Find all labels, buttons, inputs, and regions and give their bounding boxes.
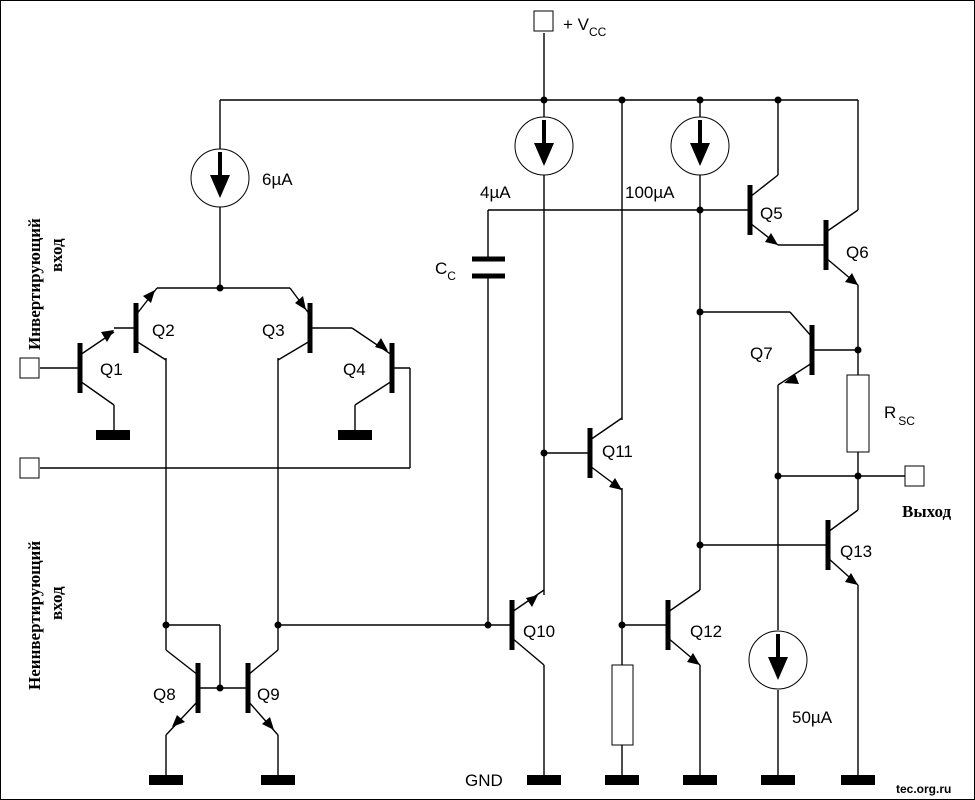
noninverting-input-label-line2: вход (47, 586, 66, 620)
vcc-label: + VCC (563, 15, 607, 39)
current-6ua-label: 6µA (262, 170, 293, 189)
transistor-q8 (165, 625, 201, 736)
q2-label: Q2 (152, 321, 175, 340)
transistor-q4 (351, 327, 395, 406)
transistor-q1 (77, 330, 115, 406)
transistor-q6 (823, 209, 859, 286)
transistor-q5 (747, 174, 779, 246)
vcc-terminal (533, 10, 554, 32)
transistor-q3 (277, 287, 313, 361)
current-source-6ua (190, 148, 250, 208)
gnd-label: GND (465, 771, 503, 790)
transistor-q2 (133, 287, 167, 361)
q10-label: Q10 (523, 622, 555, 641)
junction-dots (162, 96, 862, 692)
noninverting-input-terminal (19, 457, 40, 479)
transistor-q13 (825, 509, 859, 586)
cc-label: CC (435, 259, 456, 283)
capacitor-cc (472, 256, 505, 279)
current-4ua-label: 4µA (480, 183, 511, 202)
q6-label: Q6 (846, 243, 869, 262)
q8-label: Q8 (153, 685, 176, 704)
inverting-input-label-line2: вход (47, 238, 66, 272)
q1-label: Q1 (100, 360, 123, 379)
output-terminal (904, 465, 925, 487)
ground-symbols (96, 430, 875, 785)
output-label: Выход (902, 502, 951, 521)
inverting-input-label-line1: Инвертирующий (25, 218, 44, 350)
resistor-rsc (846, 374, 870, 453)
transistor-q9 (245, 625, 279, 736)
wires (40, 33, 905, 775)
q4-label: Q4 (343, 360, 366, 379)
current-source-50ua (748, 630, 808, 690)
resistor-q11-emitter (611, 664, 634, 746)
q13-label: Q13 (840, 542, 872, 561)
transistor-q12 (665, 589, 701, 666)
current-source-4ua (514, 116, 574, 176)
transistor-q11 (587, 417, 623, 491)
q12-label: Q12 (690, 622, 722, 641)
q11-label: Q11 (602, 442, 633, 461)
transistor-q10 (509, 589, 545, 666)
transistor-q7 (777, 311, 815, 386)
q9-label: Q9 (257, 685, 280, 704)
inverting-input-terminal (19, 357, 40, 379)
q3-label: Q3 (262, 321, 285, 340)
q5-label: Q5 (760, 204, 783, 223)
q7-label: Q7 (750, 344, 773, 363)
watermark: tec.org.ru (896, 782, 951, 796)
current-source-100ua (670, 116, 730, 176)
current-50ua-label: 50µA (792, 708, 833, 727)
noninverting-input-label-line1: Неинвертирующий (25, 541, 44, 690)
current-100ua-label: 100µA (625, 183, 675, 202)
